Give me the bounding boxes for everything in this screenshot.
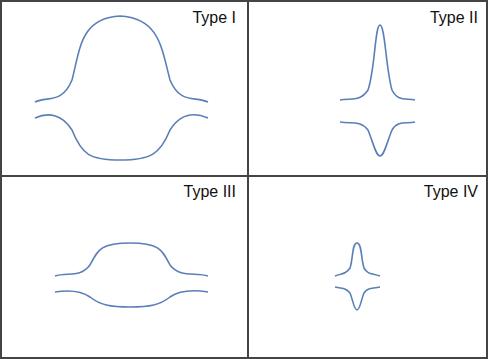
grid-divider bbox=[0, 175, 488, 177]
lower-curve bbox=[55, 291, 208, 307]
type-label: Type III bbox=[184, 184, 236, 200]
lower-curve bbox=[335, 287, 380, 310]
upper-curve bbox=[335, 243, 380, 276]
lower-curve bbox=[340, 122, 415, 156]
type-label: Type IV bbox=[424, 184, 478, 200]
upper-curve bbox=[55, 243, 208, 276]
lower-curve bbox=[35, 115, 208, 160]
upper-curve bbox=[35, 16, 208, 102]
type-label: Type II bbox=[430, 10, 478, 26]
type-label: Type I bbox=[192, 10, 236, 26]
grid-divider bbox=[247, 0, 249, 359]
upper-curve bbox=[340, 25, 415, 100]
